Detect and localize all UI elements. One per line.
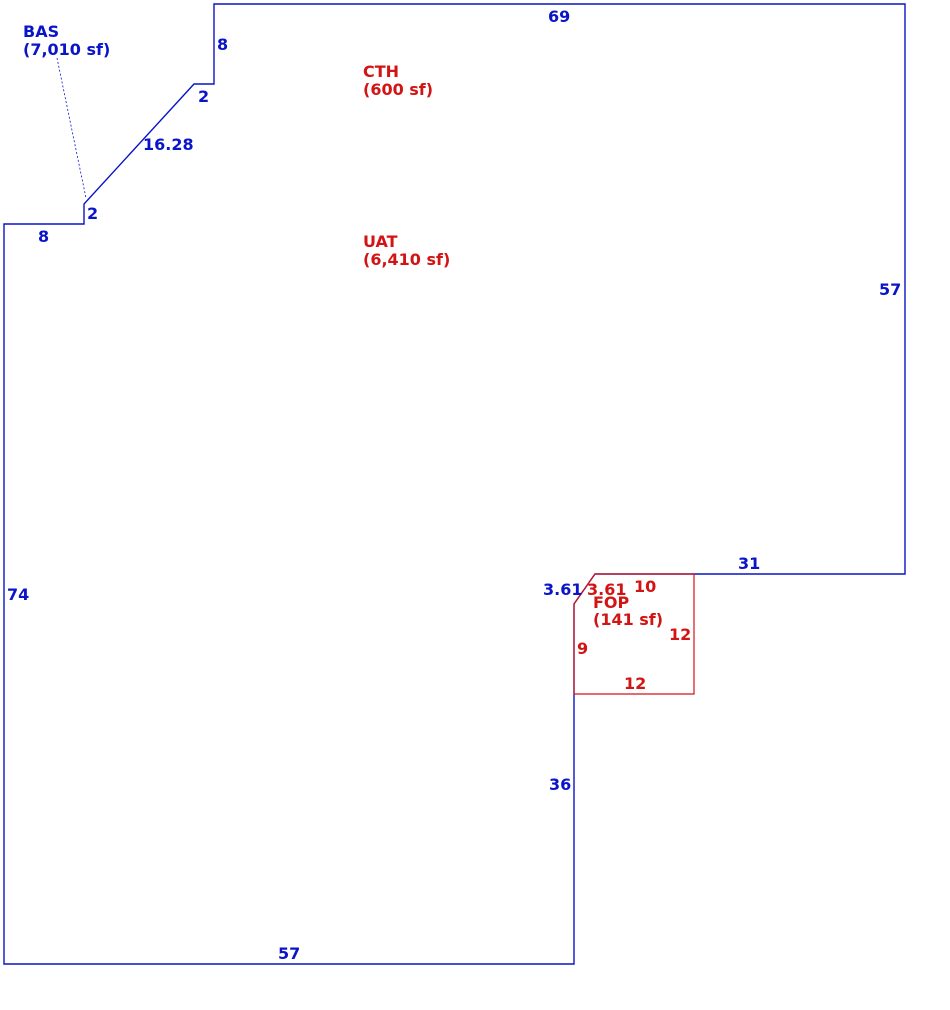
porch-dimension-labels: 3.61 10 12 9 12 (577, 577, 691, 693)
area-name-bas: BAS (23, 22, 59, 41)
dim-left-ledge: 8 (38, 227, 49, 246)
dim-upper-left-short: 8 (217, 35, 228, 54)
area-size-bas: (7,010 sf) (23, 40, 110, 59)
building-outline (3, 3, 906, 965)
porch-dim-bottom: 12 (624, 674, 646, 693)
area-label-fop: FOP (141 sf) (593, 593, 663, 629)
porch-dim-diagonal: 3.61 (587, 580, 626, 599)
building-dimension-labels: 69 8 2 16.28 2 8 57 74 31 3.61 36 57 (7, 7, 901, 963)
dim-bottom: 57 (278, 944, 300, 963)
area-label-cth: CTH (600 sf) (363, 62, 433, 99)
porch-dim-left: 9 (577, 639, 588, 658)
area-size-fop: (141 sf) (593, 610, 663, 629)
area-label-uat: UAT (6,410 sf) (363, 232, 450, 269)
dim-left-side: 74 (7, 585, 29, 604)
dim-notch-left: 36 (549, 775, 571, 794)
area-name-uat: UAT (363, 232, 398, 251)
dim-step-bottom: 2 (87, 204, 98, 223)
area-name-fop: FOP (593, 593, 630, 612)
area-size-uat: (6,410 sf) (363, 250, 450, 269)
area-size-cth: (600 sf) (363, 80, 433, 99)
porch-dim-right: 12 (669, 625, 691, 644)
dim-right-side: 57 (879, 280, 901, 299)
porch-dim-top: 10 (634, 577, 656, 596)
dim-step-top: 2 (198, 87, 209, 106)
dim-diagonal: 16.28 (143, 135, 194, 154)
porch-outline (573, 573, 695, 695)
area-name-cth: CTH (363, 62, 399, 81)
dim-notch-top: 31 (738, 554, 760, 573)
area-label-bas: BAS (7,010 sf) (23, 22, 110, 59)
bas-leader-line (56, 57, 87, 199)
dim-top: 69 (548, 7, 570, 26)
dim-notch-diagonal: 3.61 (543, 580, 582, 599)
